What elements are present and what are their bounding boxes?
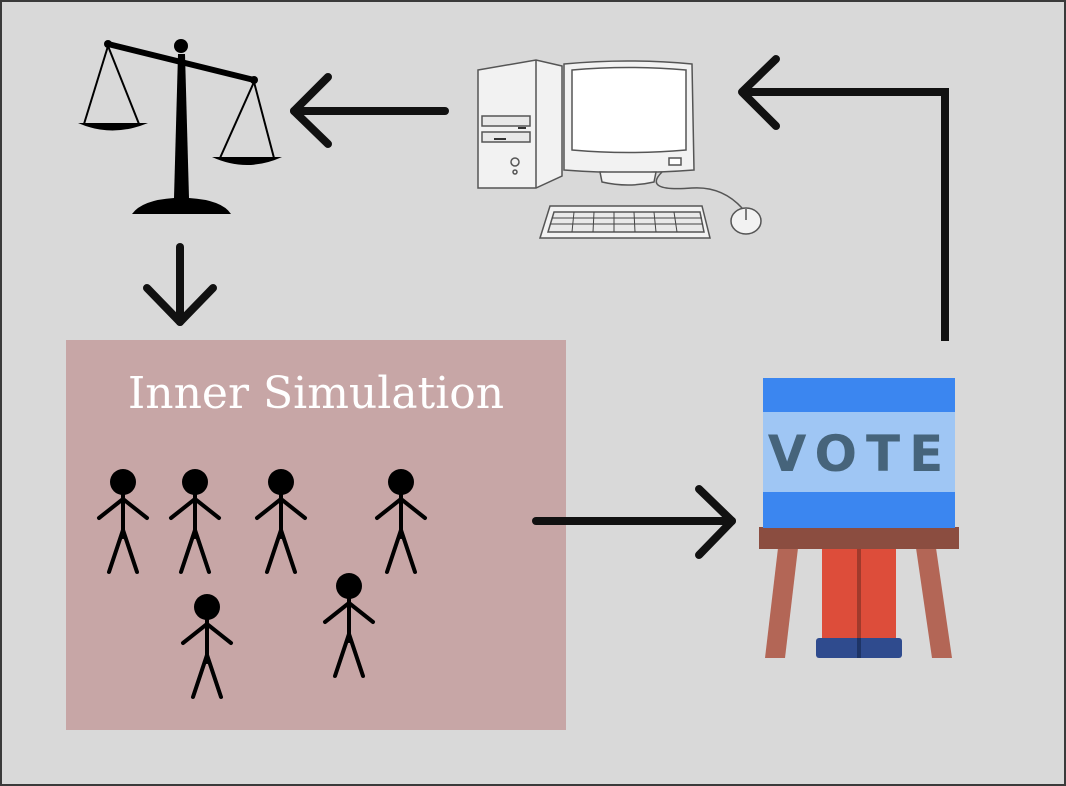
- arrow-computer-to-scales: [290, 73, 449, 148]
- arrow-vote-to-computer: [738, 55, 949, 341]
- arrow-scales-to-simulation: [143, 243, 217, 326]
- stick-figure-icon: [97, 469, 149, 574]
- desktop-computer-icon: [477, 59, 762, 239]
- stick-figure-icon: [181, 594, 233, 699]
- inner-simulation-box: Inner Simulation: [66, 340, 566, 730]
- stick-figure-icon: [323, 573, 375, 678]
- inner-simulation-title: Inner Simulation: [127, 368, 505, 419]
- ballot-box-icon: VOTE: [759, 378, 959, 658]
- scales-of-justice-icon: [78, 39, 282, 214]
- stick-figure-icon: [375, 469, 427, 574]
- arrow-simulation-to-vote: [532, 485, 736, 559]
- stick-figure-icon: [169, 469, 221, 574]
- vote-label: VOTE: [768, 425, 953, 483]
- stick-figure-icon: [255, 469, 307, 574]
